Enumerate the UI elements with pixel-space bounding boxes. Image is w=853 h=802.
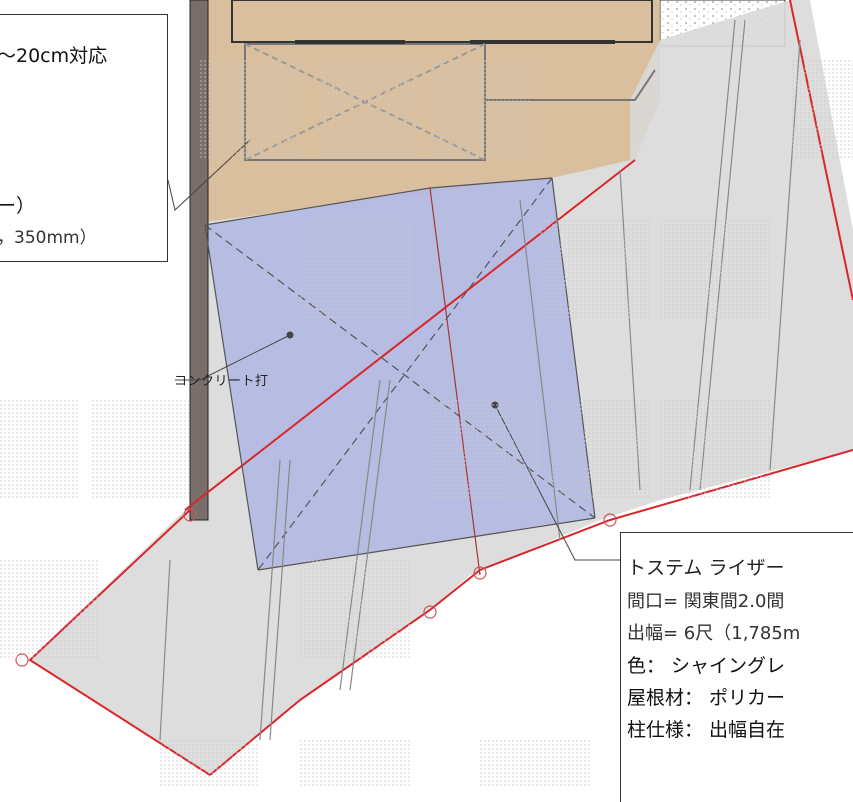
width-spec: 間口= 関東間2.0間 [627, 591, 785, 612]
diagonal-red-line [184, 159, 636, 511]
post-spec: 柱仕様： 出幅自在 [627, 719, 786, 741]
depth-spec: 出幅= 6尺（1,785m [627, 623, 801, 644]
callout-bottom-right: トステム ライザー 間口= 関東間2.0間 出幅= 6尺（1,785m 色： シ… [620, 532, 853, 802]
callout-tl-line3: ，350mm） [0, 228, 97, 248]
callout-tl-line1: ～20cm対応 [0, 45, 108, 67]
concrete-label: コンクリート打 [174, 374, 269, 389]
callout-top-left: ～20cm対応 ー） ，350mm） [0, 14, 168, 262]
roof-spec: 屋根材： ポリカー [627, 687, 786, 709]
watermark [0, 60, 853, 787]
product-name: トステム ライザー [627, 557, 785, 579]
site-boundary-south [209, 449, 853, 776]
color-spec: 色： シャイングレ [627, 655, 786, 677]
callout-tl-line2: ー） [0, 195, 36, 217]
